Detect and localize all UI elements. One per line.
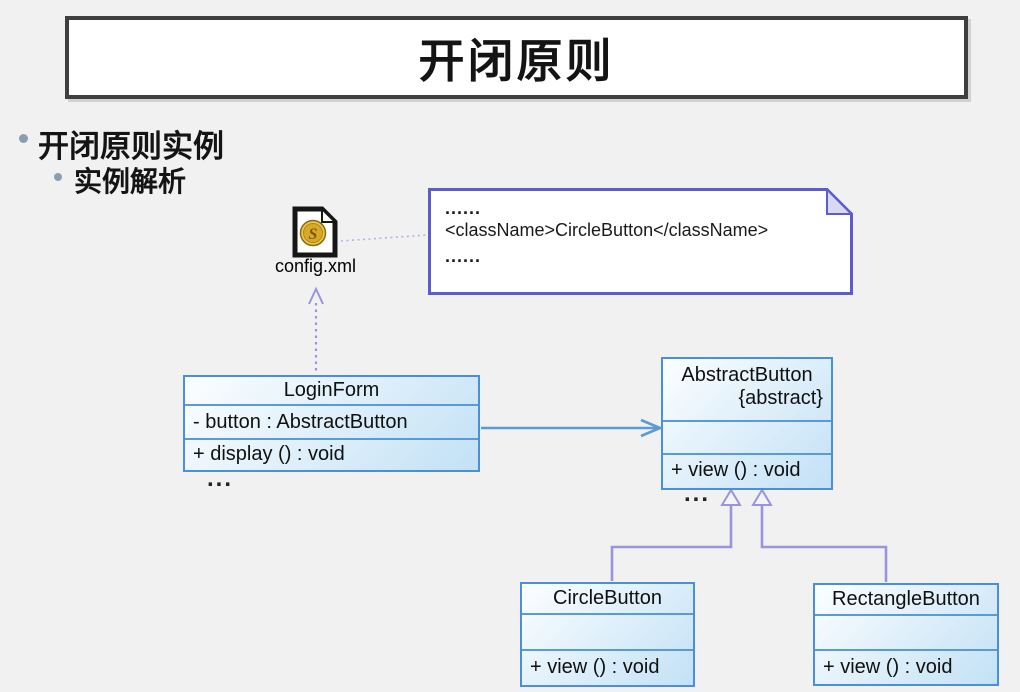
svg-text:S: S	[309, 226, 318, 243]
slide-title-box: 开闭原则	[65, 16, 968, 99]
class-circlebutton-attributes-empty	[522, 615, 693, 651]
abstractbutton-more-ellipsis: ...	[684, 480, 711, 507]
class-abstractbutton-stereotype: {abstract}	[738, 387, 823, 409]
class-circlebutton-name: CircleButton	[522, 584, 693, 615]
class-rectanglebutton: RectangleButton + view () : void	[813, 583, 999, 686]
class-loginform-name: LoginForm	[185, 377, 478, 406]
class-rectanglebutton-name: RectangleButton	[815, 585, 997, 616]
uml-note: ...... <className>CircleButton</classNam…	[428, 188, 853, 295]
note-anchor-line	[340, 234, 428, 242]
class-loginform-operation: + display () : void	[193, 443, 345, 465]
xml-file-icon: S	[292, 206, 338, 258]
class-loginform: LoginForm - button : AbstractButton + di…	[183, 375, 480, 472]
class-abstractbutton: AbstractButton {abstract} + view () : vo…	[661, 357, 833, 490]
bullet-dot-level2	[54, 173, 62, 181]
class-rectanglebutton-operation: + view () : void	[823, 656, 953, 678]
class-rectanglebutton-attributes-empty	[815, 616, 997, 651]
class-circlebutton-operation: + view () : void	[530, 656, 660, 678]
class-abstractbutton-name: AbstractButton	[681, 364, 813, 386]
note-line-1: ......	[445, 198, 482, 218]
class-abstractbutton-attributes-empty	[663, 422, 831, 455]
note-line-3: ......	[445, 246, 482, 266]
bullet-dot-level1	[19, 134, 28, 143]
bullet-level1: 开闭原则实例	[38, 129, 224, 164]
association-arrow	[481, 418, 664, 438]
class-circlebutton: CircleButton + view () : void	[520, 582, 695, 687]
note-line-2: <className>CircleButton</className>	[445, 220, 769, 240]
bullet-level2: 实例解析	[74, 167, 187, 198]
class-abstractbutton-operation: + view () : void	[671, 459, 801, 481]
artifact-label: config.xml	[274, 256, 357, 276]
class-abstractbutton-header: AbstractButton {abstract}	[663, 359, 831, 422]
inheritance-connector-right	[751, 488, 888, 582]
loginform-more-ellipsis: ...	[207, 465, 234, 492]
class-loginform-attribute: - button : AbstractButton	[185, 406, 478, 440]
note-shape-icon	[428, 188, 853, 295]
dependency-arrow	[308, 286, 324, 374]
slide-title: 开闭原则	[418, 35, 615, 87]
inheritance-connector-left	[610, 488, 742, 581]
